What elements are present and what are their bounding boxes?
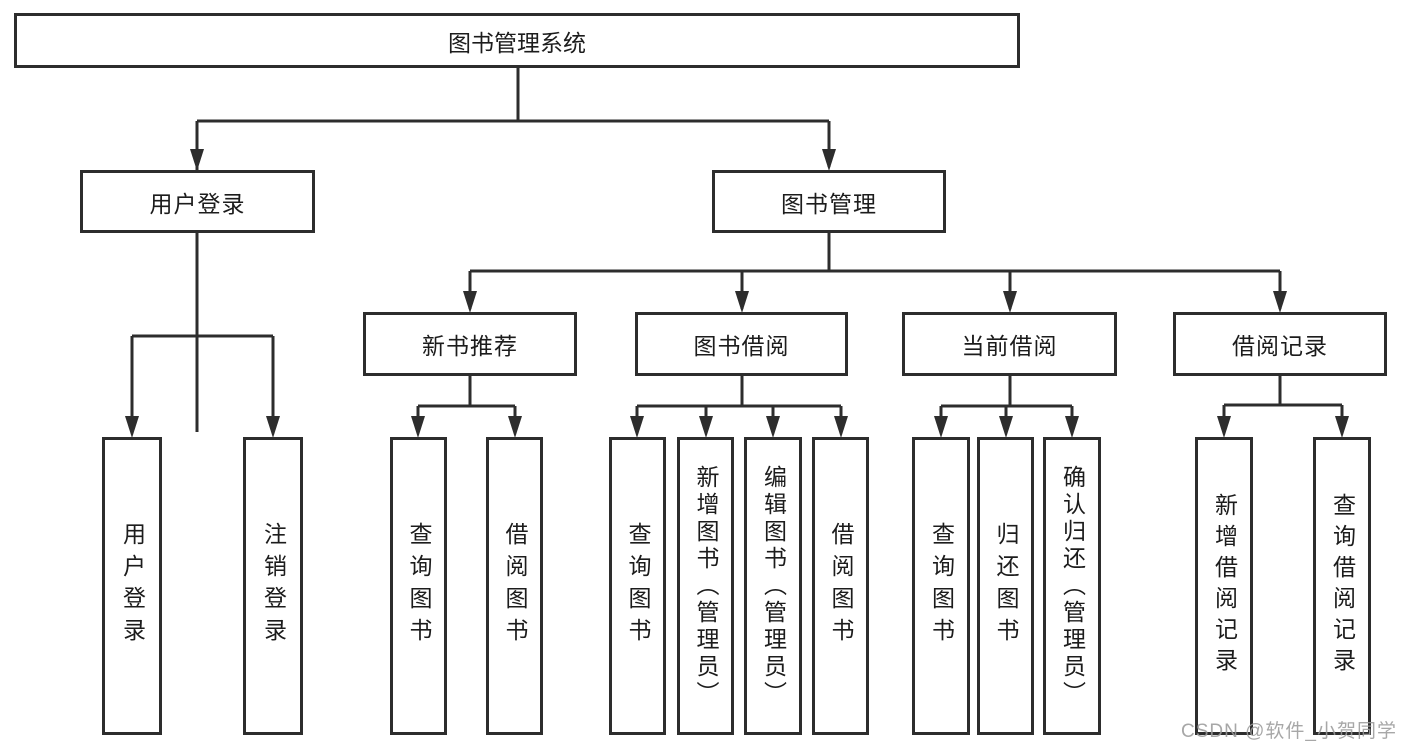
leaf-nb-borrow-books: 借阅图书: [486, 437, 543, 735]
leaf-cb-confirm-return-admin: 确认归还（管理员）: [1043, 437, 1101, 735]
node-new-book-recommend: 新书推荐: [363, 312, 577, 376]
node-book-management: 图书管理: [712, 170, 946, 233]
leaf-user-login: 用户登录: [102, 437, 162, 735]
leaf-rec-query-record: 查询借阅记录: [1313, 437, 1371, 735]
arrowheads: [125, 149, 1349, 438]
leaf-rec-add-record: 新增借阅记录: [1195, 437, 1253, 735]
leaf-bb-edit-books-admin: 编辑图书（管理员）: [744, 437, 802, 735]
node-user-login: 用户登录: [80, 170, 315, 233]
node-book-borrowing: 图书借阅: [635, 312, 848, 376]
leaf-logout: 注销登录: [243, 437, 303, 735]
leaf-bb-add-books-admin: 新增图书（管理员）: [677, 437, 734, 735]
node-current-borrowing: 当前借阅: [902, 312, 1117, 376]
node-library-management-system: 图书管理系统: [14, 13, 1020, 68]
csdn-watermark: CSDN @软件_小贺同学: [1181, 721, 1397, 742]
leaf-bb-query-books: 查询图书: [609, 437, 666, 735]
leaf-cb-return-books: 归还图书: [977, 437, 1034, 735]
node-borrowing-records: 借阅记录: [1173, 312, 1387, 376]
leaf-bb-borrow-books: 借阅图书: [812, 437, 869, 735]
leaf-nb-query-books: 查询图书: [390, 437, 447, 735]
leaf-cb-query-books: 查询图书: [912, 437, 970, 735]
